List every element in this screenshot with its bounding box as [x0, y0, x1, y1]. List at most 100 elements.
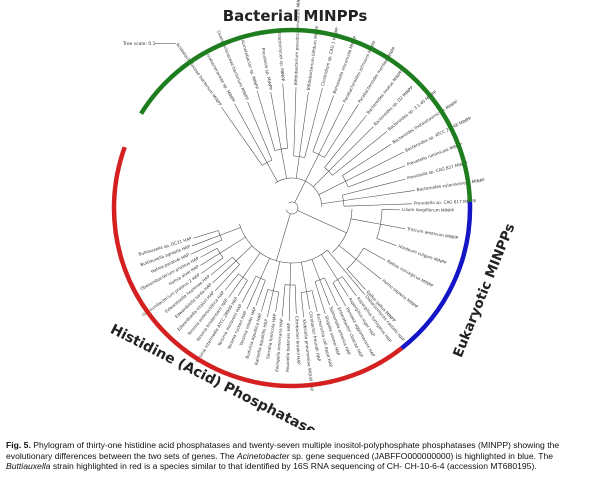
branch-leaf — [300, 292, 304, 318]
branch-leaf — [346, 268, 366, 290]
branch-leaf — [275, 291, 280, 312]
caption-buttiauxella: Buttiauxella — [6, 461, 51, 471]
branch-leaf — [342, 276, 357, 297]
branch-leaf — [224, 273, 239, 291]
branch-bacterial-sub — [313, 171, 329, 187]
leaf-label: Triticum aestivum MINPP — [406, 226, 459, 241]
leaf-label: Streptomyces sp. MINPP — [277, 30, 286, 82]
branch-leaf — [342, 143, 392, 176]
branch-bacterial-sub — [321, 200, 344, 205]
branch-leaf — [267, 290, 274, 318]
branch-leaf — [332, 131, 388, 176]
branch-histidine-stem — [276, 213, 291, 261]
branch-leaf — [193, 230, 219, 239]
branch-histidine-sub — [242, 252, 261, 278]
branch-leaf — [270, 91, 282, 150]
branch-leaf — [281, 284, 286, 317]
branch-eukaryotic-subarc — [376, 209, 383, 239]
branch-leaf — [237, 280, 248, 296]
branch-leaf — [324, 115, 367, 168]
branch-leaf — [324, 277, 338, 307]
leaf-label: Parabacteroides merdae MINPP — [357, 46, 397, 104]
branch-leaf — [214, 264, 240, 292]
leaf-label: Prevotella sp. CAG 617 MINPP — [414, 199, 477, 206]
branch-leaf — [261, 289, 269, 312]
branch-leaf — [314, 281, 326, 315]
clade-arcs — [111, 27, 473, 389]
branch-histidine-sub — [272, 261, 281, 291]
leaf-label: Rouxiella badensis HAP — [285, 322, 291, 371]
branch-leaf — [343, 203, 412, 207]
branch-histidine-sub — [219, 227, 241, 236]
leaf-label: Ewingella americana HAP — [274, 318, 284, 372]
label-eukaryotic-minpps: Eukaryotic MINPPs — [450, 221, 518, 359]
branch-eukaryotic-sub — [338, 245, 357, 260]
branch-bacterial-sub — [266, 162, 278, 182]
leaf-label: Bifidobacterium pseudocatenulatum MINPP — [293, 0, 301, 85]
branch-bacterial-sub — [280, 148, 287, 179]
caption-acinetobacter: Acinetobacter — [236, 450, 290, 461]
branch-leaf — [191, 235, 221, 247]
branch-leaf — [247, 101, 273, 161]
branch-bacterial-sub — [318, 180, 346, 195]
branch-eukaryotic-stem — [297, 210, 347, 234]
clade-arc-histidine — [111, 146, 403, 389]
branch-leaf — [234, 103, 268, 163]
leaf-label: Acidobacteriaceae bacterium MINPP — [175, 42, 223, 107]
branch-leaf — [304, 87, 323, 158]
branch-leaf — [380, 223, 406, 230]
label-bacterial-minpps: Bacterial MINPPs — [223, 7, 368, 25]
branch-leaf — [200, 248, 218, 258]
branch-leaf — [200, 252, 221, 266]
branch-histidine-sub — [219, 236, 246, 254]
branch-leaf — [324, 104, 359, 158]
branch-leaf — [312, 95, 334, 152]
branch-eukaryotic-arc — [331, 209, 353, 253]
clade-arc-eukaryotic — [400, 201, 473, 351]
tree-branches — [190, 83, 415, 321]
leaf-label: Bacteroides xylanisolvens MINPP — [416, 177, 485, 192]
leaf-label: Bacteroides sp. D2 MINPP — [373, 85, 415, 127]
branch-leaf — [190, 239, 223, 255]
branch-leaf — [355, 258, 382, 280]
tree-scale-label: Tree scale: 0.1 — [122, 41, 156, 47]
branch-histidine-sub — [327, 249, 342, 268]
leaf-label: Lilium longiflorum MINPP — [402, 207, 455, 213]
leaf-label: Gallus gallus MINPP — [365, 289, 397, 323]
branch-leaf — [294, 284, 297, 314]
branch-leaf — [348, 165, 406, 188]
branch-eukaryotic-sub — [350, 218, 381, 225]
branch-leaf — [299, 92, 309, 157]
leaf-label: Prevotella sp. MINPP — [261, 47, 274, 90]
branch-histidine-sub — [260, 258, 270, 279]
leaf-label: Homo sapiens MINPP — [381, 278, 419, 310]
branch-root-arc — [285, 201, 299, 215]
branch-leaf — [341, 266, 365, 295]
branch-bacterial-subarc — [312, 151, 325, 158]
leaf-label: Citrobacter braakii HAP — [294, 316, 301, 365]
branch-leaf — [376, 238, 397, 246]
branch-histidine-subarc — [255, 275, 266, 281]
caption-part-1: Phylogram of thirty-one histidine acid p… — [6, 440, 560, 461]
branch-histidine-subarc — [238, 273, 248, 281]
branch-leaf — [311, 290, 318, 313]
caption-part-3: strain highlighted in red is a species s… — [50, 461, 537, 471]
clade-arc-bacterial — [139, 27, 473, 202]
branch-histidine-sub — [289, 262, 291, 285]
branch-leaf — [345, 151, 404, 182]
label-histidine-phosphatases: Histidine (Acid) Phosphatases — [108, 321, 326, 430]
branch-leaf — [282, 83, 288, 149]
branch-leaf — [201, 257, 224, 274]
branch-histidine-sub — [235, 245, 253, 262]
branch-leaf — [342, 178, 406, 196]
branch-leaf — [241, 275, 257, 303]
branch-histidine-subarc — [216, 248, 224, 258]
figure-caption: Fig. 5. Phylogram of thirty-one histidin… — [6, 440, 596, 472]
branch-leaf — [306, 291, 310, 310]
branch-bacterial-arc — [274, 177, 323, 207]
branch-leaf — [332, 282, 347, 307]
branch-histidine-arc — [239, 223, 328, 264]
branch-leaf — [221, 107, 263, 166]
